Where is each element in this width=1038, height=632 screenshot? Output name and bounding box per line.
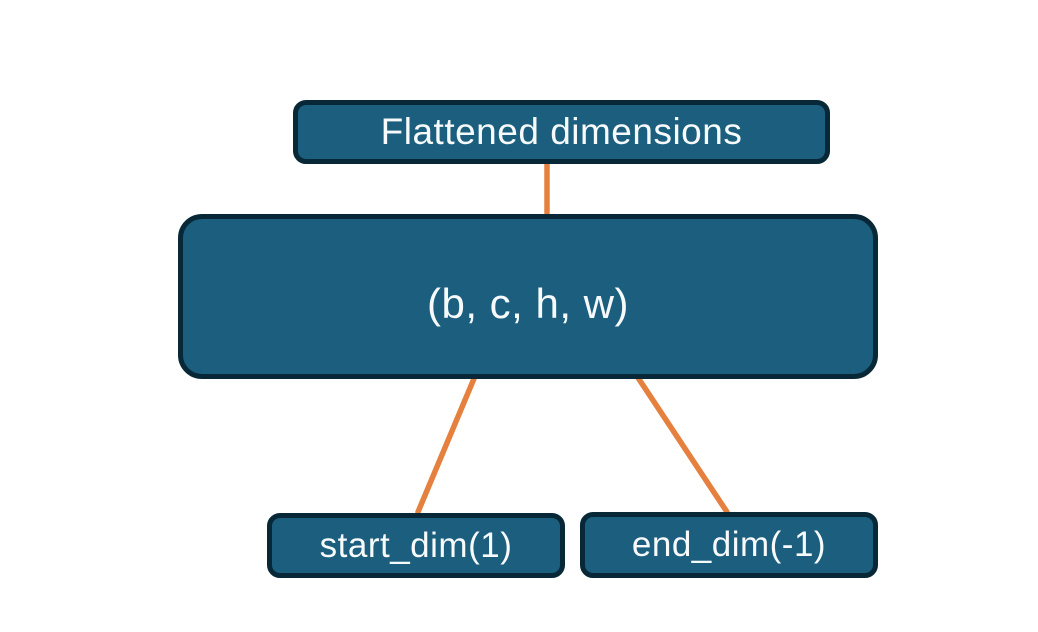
node-start-dim: start_dim(1) — [267, 513, 565, 578]
node-end-dim-label: end_dim(-1) — [631, 525, 827, 564]
node-tensor-shape-label: (b, c, h, w) — [426, 279, 630, 327]
node-tensor-shape: (b, c, h, w) — [178, 214, 878, 379]
node-end-dim: end_dim(-1) — [580, 512, 878, 578]
node-flattened-dimensions: Flattened dimensions — [293, 100, 830, 164]
node-flattened-dimensions-label: Flattened dimensions — [380, 111, 743, 152]
node-start-dim-label: start_dim(1) — [319, 525, 513, 565]
